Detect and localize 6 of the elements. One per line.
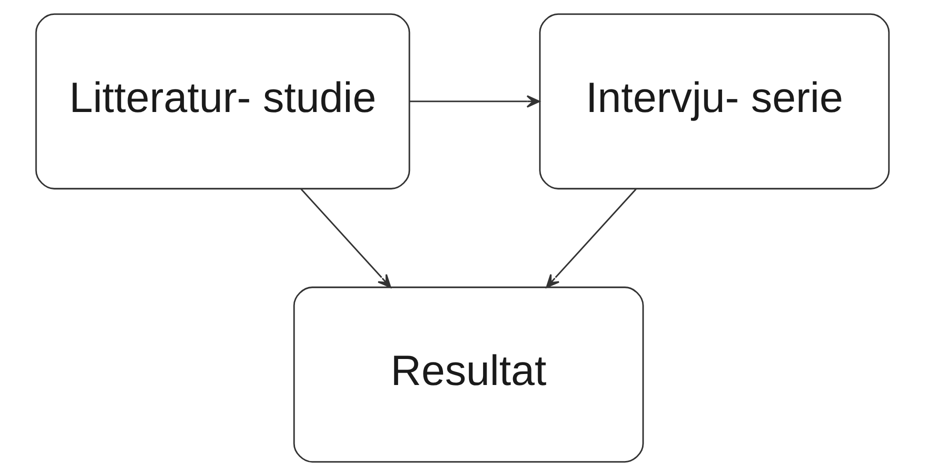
node-box: Litteratur- studie <box>35 13 410 190</box>
arrow <box>300 188 392 288</box>
arrow <box>410 95 540 108</box>
arrow <box>546 188 637 288</box>
node-box: Intervju- serie <box>539 13 890 190</box>
node-box: Resultat <box>293 286 644 463</box>
